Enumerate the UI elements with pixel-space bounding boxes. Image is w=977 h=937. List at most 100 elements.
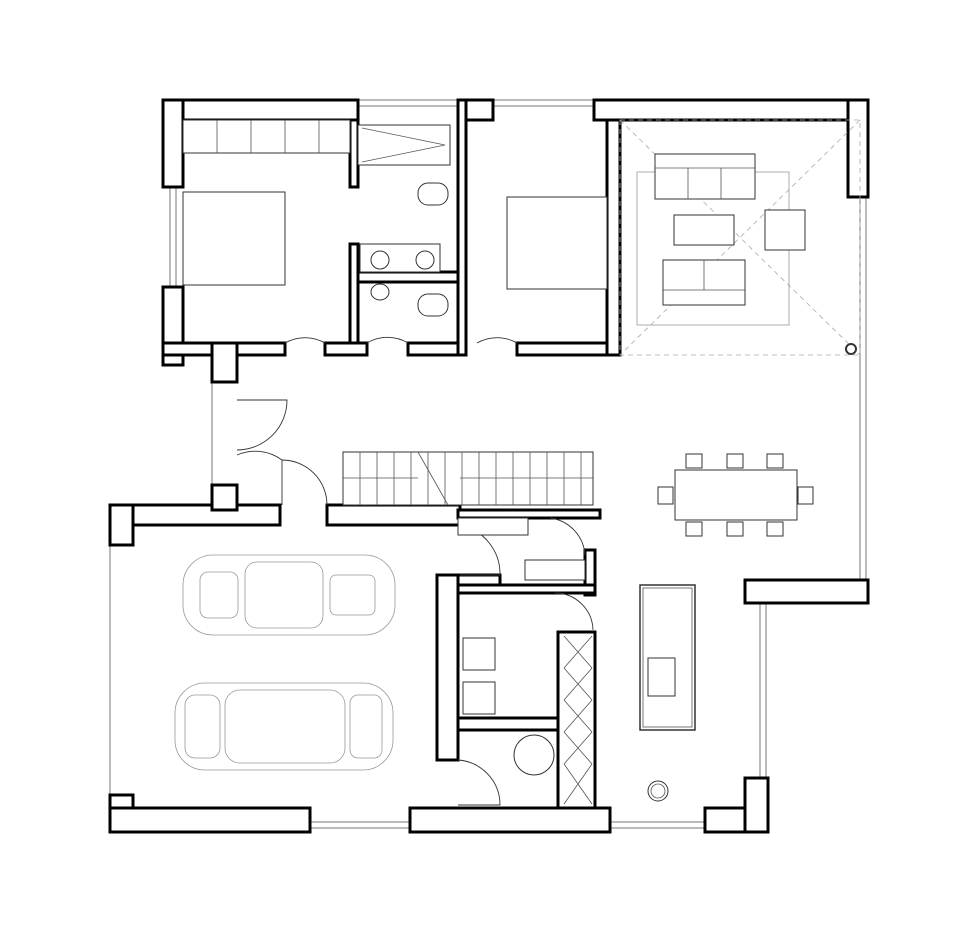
stairs [342, 451, 594, 581]
dining-table [674, 469, 798, 521]
door [236, 399, 288, 505]
plan-line [357, 99, 459, 107]
plan-line [224, 689, 346, 764]
wall [108, 503, 135, 547]
wall [161, 98, 185, 189]
boiler [513, 734, 555, 776]
wall [108, 503, 282, 527]
plan-line [359, 452, 582, 505]
wall [456, 508, 602, 520]
plan-line [199, 571, 239, 619]
wall [161, 98, 360, 122]
bed [182, 191, 286, 286]
dryer [462, 681, 496, 715]
door [554, 592, 594, 631]
armchair [764, 209, 806, 251]
dining-set [657, 453, 814, 537]
wall [108, 806, 312, 834]
sink [370, 283, 390, 301]
plan-line [759, 602, 767, 779]
plan-line [524, 559, 586, 581]
toilet [417, 293, 449, 317]
wall [435, 573, 460, 762]
wall [323, 341, 369, 357]
bed [506, 196, 608, 290]
chair [685, 521, 703, 537]
toilet [417, 182, 449, 206]
coffee-table [673, 214, 735, 246]
plan-line [642, 587, 693, 728]
wall [408, 806, 612, 834]
plan-line [329, 574, 376, 616]
plan-line [650, 783, 666, 799]
plan-line [349, 694, 383, 759]
wall [348, 242, 360, 357]
wall [210, 341, 239, 384]
plan-line [492, 99, 595, 107]
wall [556, 630, 597, 810]
door [476, 337, 518, 344]
plan-line [609, 821, 706, 829]
wall [592, 98, 870, 122]
wall [846, 98, 870, 199]
wall [515, 341, 622, 357]
wall [456, 583, 597, 595]
plan-line [182, 554, 396, 636]
wardrobe [182, 119, 351, 154]
plan-line [859, 196, 867, 581]
wall [356, 270, 460, 284]
kitchen [639, 584, 696, 802]
car-top [182, 554, 396, 636]
plan-line [563, 635, 593, 805]
plan-line [309, 821, 411, 829]
plan-line [169, 186, 177, 288]
plan-line [342, 451, 594, 506]
plan-line [361, 127, 446, 163]
plan-line [457, 517, 529, 536]
door [284, 337, 326, 344]
chair [685, 453, 703, 469]
bathroom [357, 124, 451, 317]
chair [657, 486, 674, 505]
chair [726, 521, 744, 537]
door [549, 517, 586, 556]
bedroom-1 [182, 119, 351, 286]
plan-line [619, 119, 861, 356]
wall [456, 716, 560, 732]
column [845, 343, 857, 355]
plan-line [655, 167, 755, 199]
wall [743, 776, 770, 834]
doors [236, 336, 594, 806]
wall [210, 483, 239, 512]
wall [325, 503, 462, 527]
washer [462, 637, 496, 671]
plan-line [174, 682, 394, 771]
walls [108, 98, 870, 834]
chair [766, 521, 784, 537]
wall [348, 118, 360, 189]
sofa [654, 153, 756, 200]
door [366, 336, 409, 344]
chair [766, 453, 784, 469]
wall [456, 98, 468, 357]
sink [415, 250, 435, 270]
wall [605, 118, 622, 357]
plan-line [216, 120, 320, 153]
door [281, 459, 328, 506]
wall [743, 578, 870, 605]
sink [370, 250, 390, 270]
plan-line [184, 694, 221, 759]
plan-line [663, 260, 745, 291]
plan-line [343, 451, 593, 506]
shaft-hatch [563, 635, 593, 805]
car-bottom [174, 682, 394, 771]
living-area [619, 119, 861, 356]
chair [726, 453, 744, 469]
chair [797, 486, 814, 505]
shower [357, 124, 451, 166]
door [457, 759, 501, 806]
plan-line [244, 561, 324, 629]
cooktop [647, 657, 676, 697]
utility-room [462, 637, 555, 776]
